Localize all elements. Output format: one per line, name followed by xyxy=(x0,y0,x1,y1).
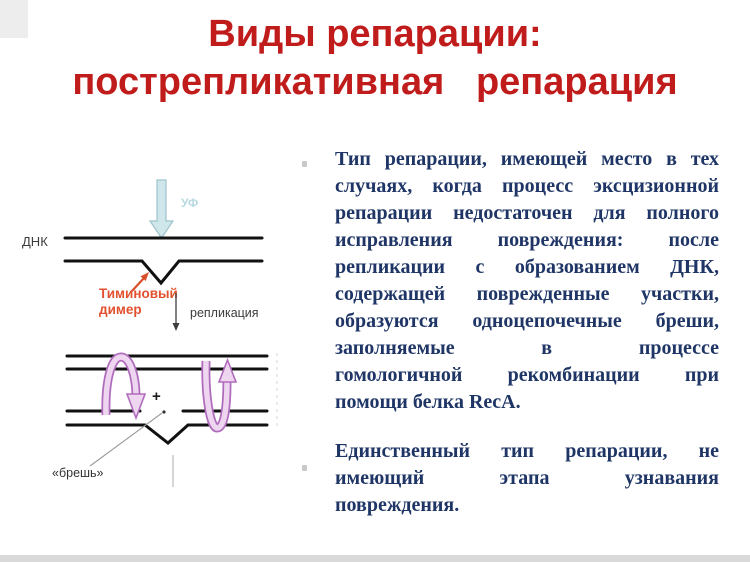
thymine-dimer-label-line1: Тиминовый xyxy=(99,286,178,301)
text-line: повреждения. xyxy=(335,494,460,516)
gap-dot xyxy=(162,410,166,414)
replication-arrow-head xyxy=(172,323,180,331)
thymine-dimer-label-line2: димер xyxy=(99,302,142,317)
replicated-dna xyxy=(65,354,269,445)
slide-title: Виды репарации: пострепликативная репара… xyxy=(72,13,678,103)
uv-label: УФ xyxy=(181,196,198,210)
gap-label: «брешь» xyxy=(52,466,104,480)
uv-arrow-icon xyxy=(148,179,175,240)
dna-strand-bottom-with-dimer xyxy=(63,259,264,286)
paragraph-definition: Тип репарации, имеющей место в тех случая… xyxy=(335,146,719,416)
text-line: репарации недостаточен для полного xyxy=(335,202,719,224)
text-line: образуются одноцепочечные бреши, xyxy=(335,310,719,332)
paragraph-bullet xyxy=(302,465,307,471)
replication-label: репликация xyxy=(190,306,259,320)
paragraph-unique-feature: Единственный тип репарации, не имеющий эт… xyxy=(335,438,719,519)
replicated-strand-4-with-dimer xyxy=(65,423,269,445)
recombination-arrow-right-body xyxy=(203,360,230,431)
dimer-pointer-arrowhead xyxy=(140,272,149,281)
bottom-edge xyxy=(0,555,750,562)
dimer-pointer-arrow xyxy=(131,277,145,292)
text-line: гомологичной рекомбинации при xyxy=(335,364,719,386)
recombination-arrow-right xyxy=(201,357,238,433)
recombination-arrow-left-body xyxy=(103,354,139,416)
corner-artifact xyxy=(0,0,28,38)
text-line: репликации с образованием ДНК, xyxy=(335,256,719,278)
dna-repair-diagram: УФ ДНК Тиминовый димер репликация xyxy=(22,179,278,487)
text-line: содержащей поврежденные участки, xyxy=(335,283,719,305)
paragraph-bullet xyxy=(302,161,307,167)
text-line: имеющий этапа узнавания xyxy=(335,467,719,489)
text-line: заполняемые в процессе xyxy=(335,337,719,359)
recombination-arrow-left-head xyxy=(125,393,147,421)
text-line: помощи белка RecA. xyxy=(335,391,521,413)
text-line: случаях, когда процесс эксцизионной xyxy=(335,175,719,197)
plus-sign: + xyxy=(152,388,161,405)
body-text: Тип репарации, имеющей место в тех случая… xyxy=(335,146,719,519)
dna-label: ДНК xyxy=(22,234,48,249)
text-line: Тип репарации, имеющей место в тех xyxy=(335,148,719,170)
text-line: Единственный тип репарации, не xyxy=(335,440,719,462)
dna-duplex xyxy=(63,236,264,286)
recombination-arrow-left xyxy=(101,352,147,421)
gap-pointer-line xyxy=(89,412,163,467)
recombination-arrow-right-head xyxy=(217,357,238,383)
text-line: исправления повреждения: после xyxy=(335,229,719,251)
